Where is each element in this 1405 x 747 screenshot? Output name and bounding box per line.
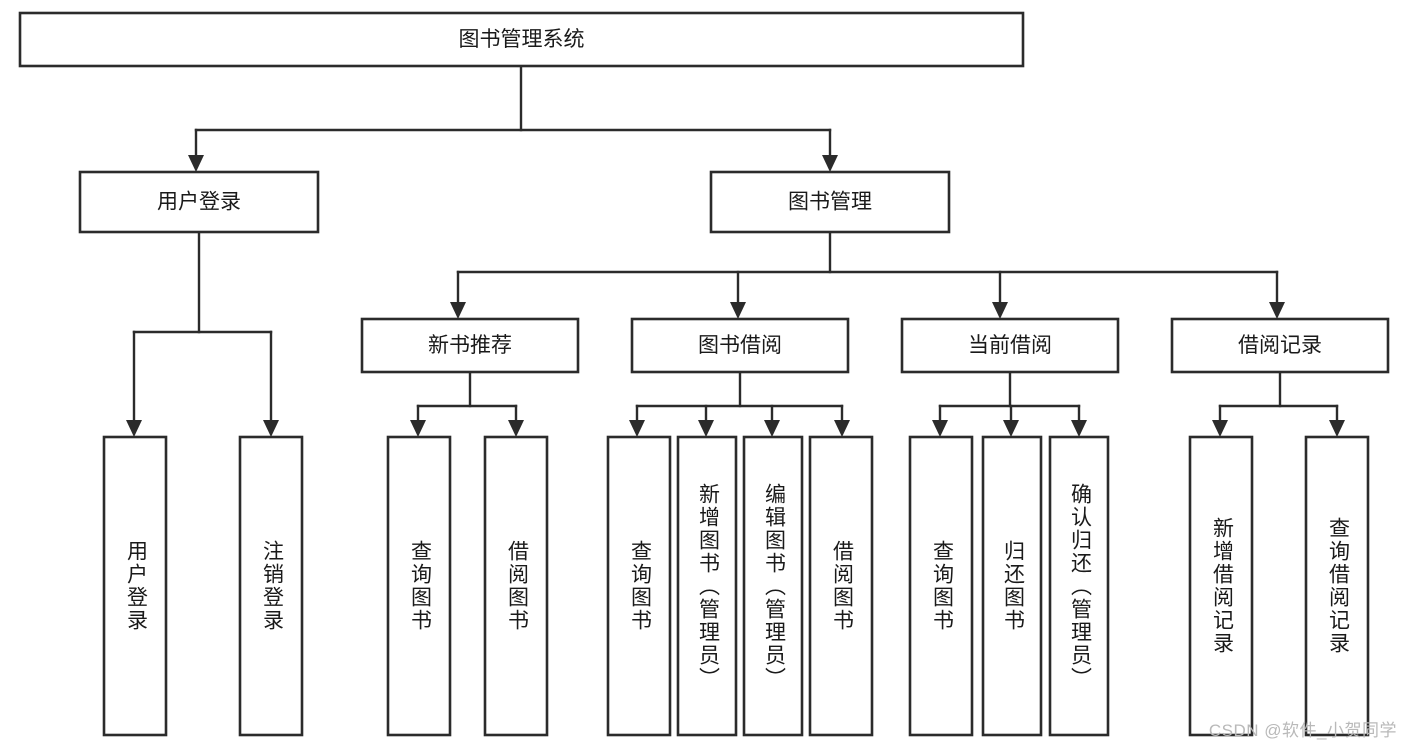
node-box-leaf-10[interactable]: [1048, 435, 1110, 737]
node-label-level3-3: 借阅记录: [1238, 334, 1322, 357]
node-box-level3-0[interactable]: [360, 317, 580, 374]
group-1-arrow-0-head: [629, 420, 645, 437]
node-box-leaf-11[interactable]: [1188, 435, 1254, 737]
node-box-level3-2[interactable]: [900, 317, 1120, 374]
node-box-leaf-1[interactable]: [238, 435, 304, 737]
node-label-level3-0: 新书推荐: [428, 334, 512, 357]
manage-arrow-3-head: [1269, 302, 1285, 319]
manage-arrow-1-head: [730, 302, 746, 319]
node-box-leaf-4[interactable]: [606, 435, 672, 737]
node-box-level3-3[interactable]: [1170, 317, 1390, 374]
group-2-arrow-1-head: [1003, 420, 1019, 437]
root-arrow-1-head: [822, 155, 838, 172]
node-box-level3-1[interactable]: [630, 317, 850, 374]
group-3-arrow-1-head: [1329, 420, 1345, 437]
connector-layer: [126, 64, 1345, 437]
group-0-arrow-1-head: [508, 420, 524, 437]
node-box-leaf-0[interactable]: [102, 435, 168, 737]
group-1-arrow-1-head: [698, 420, 714, 437]
root-arrow-0-head: [188, 155, 204, 172]
node-label-root: 图书管理系统: [459, 28, 585, 51]
node-box-leaf-2[interactable]: [386, 435, 452, 737]
group-1-arrow-3-head: [834, 420, 850, 437]
node-box-leaf-6[interactable]: [742, 435, 804, 737]
node-box-leaf-5[interactable]: [676, 435, 738, 737]
group-1-arrow-2-head: [764, 420, 780, 437]
node-box-leaf-8[interactable]: [908, 435, 974, 737]
node-box-level2-0[interactable]: [78, 170, 320, 234]
group-2-arrow-2-head: [1071, 420, 1087, 437]
node-box-leaf-9[interactable]: [981, 435, 1043, 737]
node-label-level3-1: 图书借阅: [698, 334, 782, 357]
login-arrow-0-head: [126, 420, 142, 437]
box-layer: [18, 11, 1390, 737]
group-0-arrow-0-head: [410, 420, 426, 437]
login-arrow-1-head: [263, 420, 279, 437]
csdn-watermark: CSDN @软件_小贺同学: [1208, 721, 1397, 740]
node-label-level2-0: 用户登录: [157, 191, 241, 214]
node-box-leaf-3[interactable]: [483, 435, 549, 737]
node-box-root[interactable]: [18, 11, 1025, 68]
manage-arrow-2-head: [992, 302, 1008, 319]
node-box-leaf-12[interactable]: [1304, 435, 1370, 737]
node-label-level3-2: 当前借阅: [968, 334, 1052, 357]
manage-arrow-0-head: [450, 302, 466, 319]
node-label-level2-1: 图书管理: [788, 191, 872, 214]
node-box-level2-1[interactable]: [709, 170, 951, 234]
group-3-arrow-0-head: [1212, 420, 1228, 437]
node-box-leaf-7[interactable]: [808, 435, 874, 737]
group-2-arrow-0-head: [932, 420, 948, 437]
